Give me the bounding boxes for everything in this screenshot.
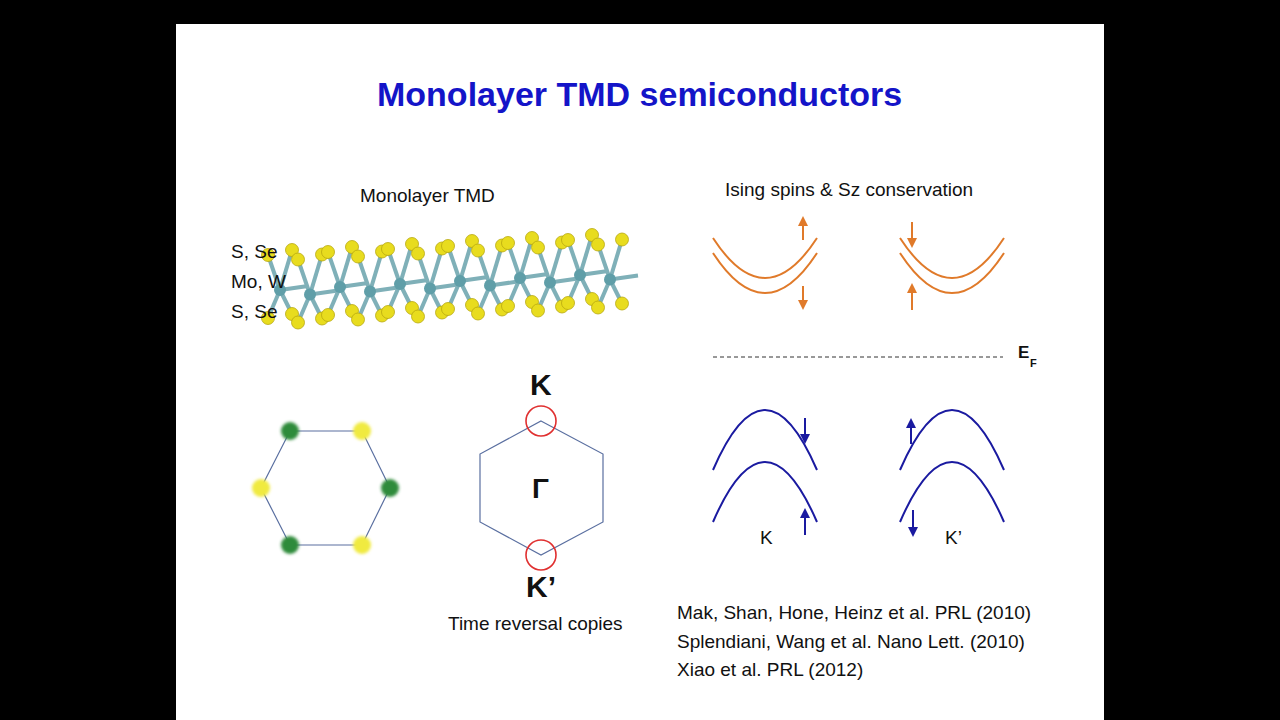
gamma-label: Γ — [532, 474, 549, 505]
brillouin-zone — [480, 406, 603, 570]
valley-label: K — [530, 368, 552, 401]
fermi-label: E — [1018, 344, 1029, 363]
crystal-structure — [262, 229, 639, 330]
caption-label: Monolayer TMD — [360, 186, 495, 207]
fermi-level-line — [713, 357, 1003, 358]
atom-label: S, Se — [231, 302, 277, 323]
reference: Splendiani, Wang et al. Nano Lett. (2010… — [677, 632, 1025, 653]
caption-label: Ising spins & Sz conservation — [725, 180, 973, 201]
slide-title: Monolayer TMD semiconductors — [377, 76, 902, 113]
fermi-subscript: F — [1030, 357, 1037, 369]
valley-label: K — [760, 528, 773, 549]
valley-label: K’ — [945, 528, 962, 549]
valence-bands — [713, 410, 1004, 535]
atom-label: S, Se — [231, 242, 277, 263]
atom-label: Mo, W — [231, 272, 286, 293]
lattice-hexagon — [252, 422, 399, 554]
reference: Xiao et al. PRL (2012) — [677, 660, 863, 681]
caption-label: Time reversal copies — [448, 614, 623, 635]
valley-label: K’ — [526, 570, 556, 603]
conduction-bands — [713, 218, 1004, 310]
reference: Mak, Shan, Hone, Heinz et al. PRL (2010) — [677, 603, 1031, 624]
